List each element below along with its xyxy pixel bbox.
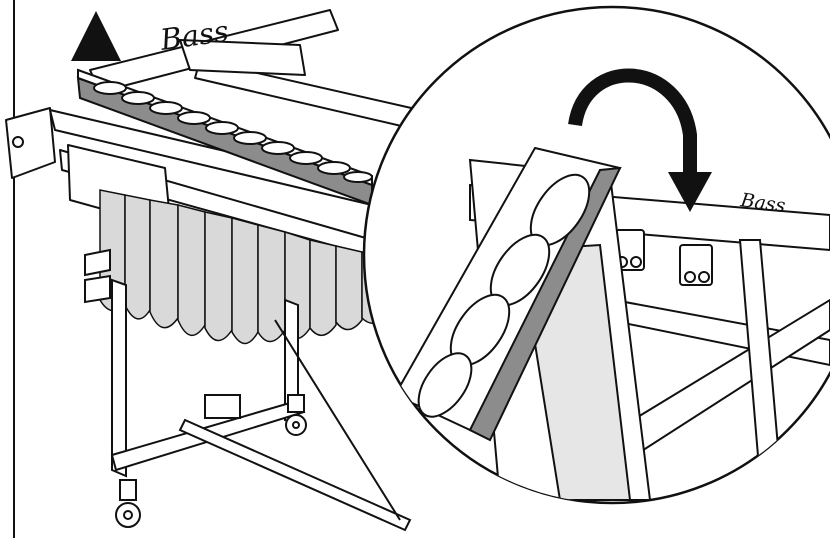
detail-magnifier <box>362 5 830 505</box>
resonator-rail <box>76 68 373 207</box>
marimba-frame <box>5 9 421 263</box>
marimba-stand <box>84 248 412 532</box>
curved-arrow-icon <box>568 68 697 175</box>
curved-arrow-head <box>668 172 712 212</box>
